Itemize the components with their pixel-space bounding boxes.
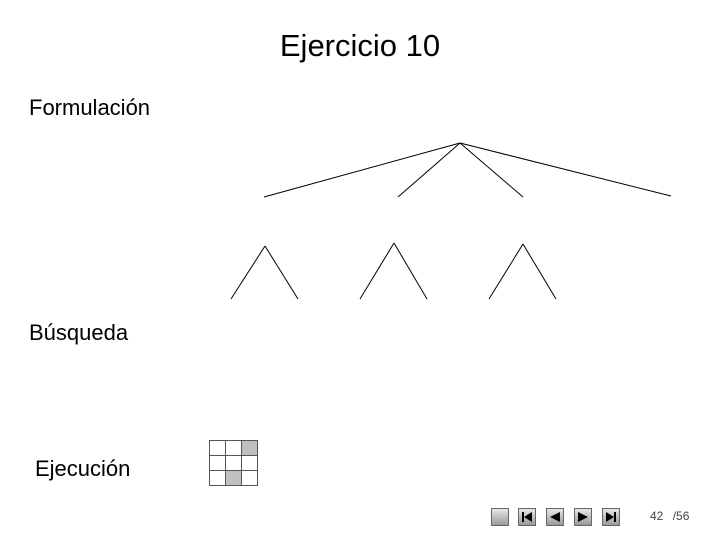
label-busqueda: Búsqueda [29, 320, 129, 345]
tree-edge [397, 142, 461, 198]
tree-edge [522, 243, 557, 300]
next-slide-button[interactable] [574, 508, 592, 526]
first-slide-button[interactable] [518, 508, 536, 526]
tree-edge [264, 245, 299, 300]
label-ejecucion: Ejecución [35, 456, 131, 481]
page-indicator: 42 /56 [650, 508, 689, 524]
previous-slide-button[interactable] [546, 508, 564, 526]
last-slide-icon [606, 512, 616, 522]
tree-edge [459, 142, 672, 197]
tree-edge [459, 142, 524, 198]
label-formulacion: Formulación [29, 95, 151, 120]
grid-cell [210, 456, 226, 471]
tree-edge [488, 243, 524, 300]
tree-edge [393, 242, 428, 300]
tree-edge [230, 245, 266, 300]
current-page: 42 [650, 509, 664, 523]
grid-cell [242, 456, 258, 471]
puzzle-grid [209, 440, 258, 486]
last-slide-button[interactable] [602, 508, 620, 526]
next-slide-icon [578, 512, 588, 522]
total-pages: /56 [672, 509, 690, 523]
grid-cell [210, 471, 226, 486]
grid-cell [226, 471, 242, 486]
slide-title: Ejercicio 10 [279, 28, 441, 63]
previous-slide-icon [550, 512, 560, 522]
grid-cell [226, 456, 242, 471]
menu-button[interactable] [491, 508, 509, 526]
tree-edge [359, 242, 395, 300]
grid-cell [226, 441, 242, 456]
grid-cell [210, 441, 226, 456]
first-slide-icon [522, 512, 532, 522]
tree-edge [263, 142, 461, 198]
grid-cell [242, 441, 258, 456]
grid-cell [242, 471, 258, 486]
